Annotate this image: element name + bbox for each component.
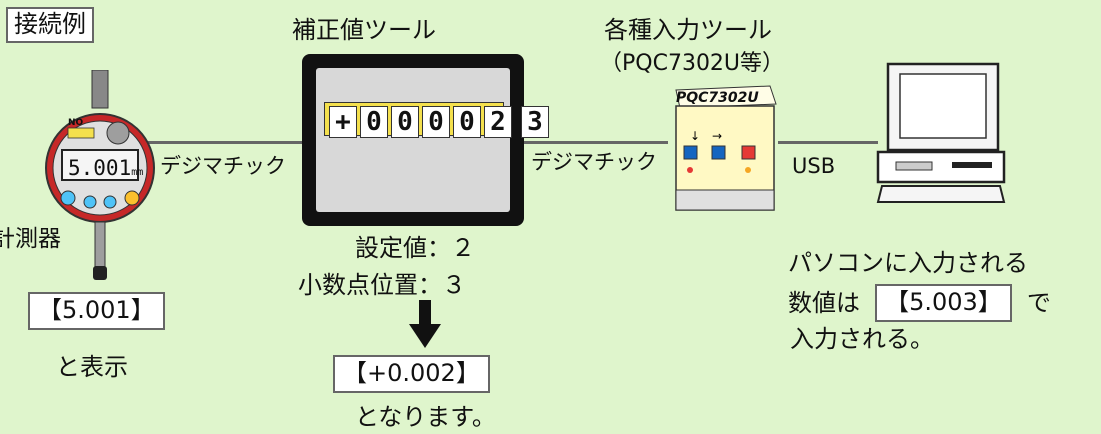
- gauge-display-caption: と表示: [56, 353, 128, 381]
- gauge-reading-value: 5.001: [68, 156, 132, 180]
- display-digit: 0: [391, 106, 419, 138]
- correction-setting-line: 設定値：２: [355, 234, 475, 262]
- connector-line-gauge-tool: [145, 141, 310, 144]
- correction-result-caption: となります。: [355, 403, 496, 431]
- pqc-device-label: PQC7302U: [676, 90, 759, 106]
- pqc-device-icon: ↓ →: [675, 85, 777, 211]
- display-digit: 0: [360, 106, 388, 138]
- gauge-brand: NO: [68, 118, 84, 128]
- correction-decimal-line: 小数点位置：３: [298, 271, 466, 299]
- pqc-device: ↓ → PQC7302U: [668, 82, 778, 216]
- link-label-pqc-pc: USB: [792, 154, 836, 178]
- diagram-title: 接続例: [6, 7, 94, 43]
- dial-gauge-icon: [45, 69, 155, 280]
- computer-icon: [876, 62, 1006, 203]
- correction-tool-panel: [316, 68, 510, 212]
- svg-text:↓: ↓: [690, 129, 700, 143]
- input-tool-title: 各種入力ツール: [604, 16, 772, 44]
- pc-line-2-suffix: で: [1026, 288, 1051, 317]
- input-tool-subtitle: （PQC7302U等）: [600, 51, 785, 76]
- display-digit: 2: [484, 106, 512, 138]
- connector-line-tool-pqc: [520, 141, 668, 144]
- svg-text:→: →: [712, 129, 722, 143]
- connector-line-pqc-pc: [778, 141, 878, 144]
- dial-gauge: NO 5.001mm: [40, 69, 160, 290]
- display-digit: 0: [453, 106, 481, 138]
- gauge-display-box: 【5.001】: [28, 292, 165, 330]
- pc-line-2-prefix: 数値は: [788, 288, 860, 317]
- display-digit: 3: [521, 106, 549, 138]
- gauge-reading: 5.001mm: [68, 156, 143, 180]
- down-arrow-icon: [407, 300, 443, 350]
- pc-line-1: パソコンに入力される: [788, 249, 1028, 277]
- gauge-reading-unit: mm: [131, 167, 144, 178]
- correction-tool-title: 補正値ツール: [292, 16, 436, 44]
- display-digit: 0: [422, 106, 450, 138]
- link-label-gauge-tool: デジマチック: [160, 154, 286, 178]
- pc-line-2: 数値は 【5.003】 で: [788, 284, 1051, 322]
- display-digit: +: [329, 106, 357, 138]
- pc-computer: [876, 62, 1006, 210]
- pc-value-box: 【5.003】: [875, 284, 1012, 322]
- gauge-side-label: 計測器: [0, 226, 61, 252]
- link-label-tool-pqc: デジマチック: [531, 150, 657, 174]
- correction-result-box: 【+0.002】: [333, 355, 490, 393]
- pc-line-3: 入力される。: [790, 325, 934, 353]
